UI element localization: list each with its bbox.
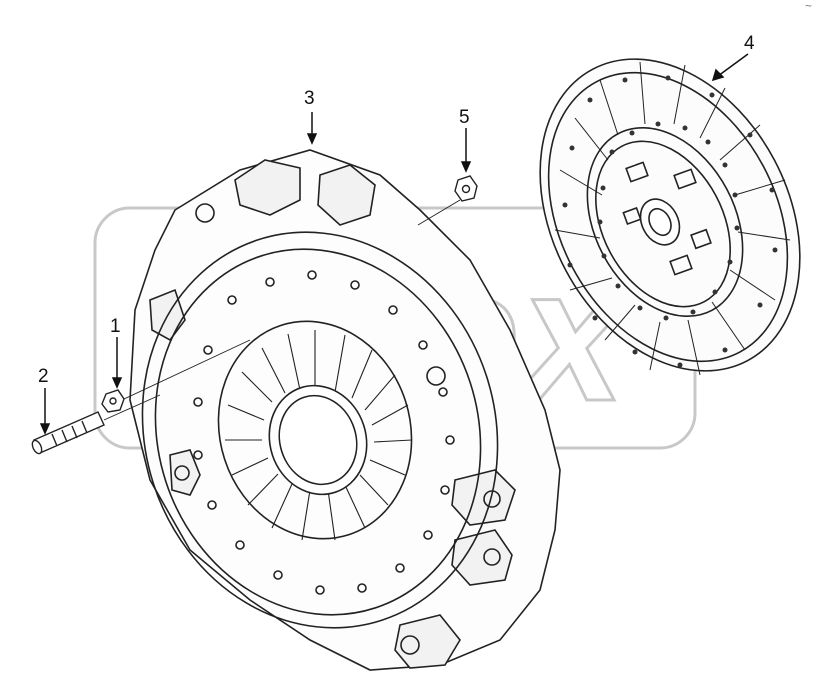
- pressure-plate-assembly: [129, 149, 561, 671]
- stud-bolt: [31, 411, 105, 455]
- callout-2: 2: [38, 366, 49, 387]
- disc-rivets: [562, 75, 778, 368]
- diaphragm-fingers: [225, 330, 413, 541]
- corner-mark: ~: [805, 0, 813, 13]
- nut-small: [101, 389, 125, 413]
- assembly-axis-lines: [103, 199, 461, 421]
- callout-1: 1: [110, 316, 121, 337]
- callout-4: 4: [744, 33, 755, 54]
- cover-lug: [317, 164, 376, 226]
- clutch-disc: [539, 58, 801, 376]
- bolt-hole-ring: [193, 270, 455, 595]
- cover-lug: [451, 529, 513, 586]
- callout-3: 3: [304, 88, 315, 109]
- nut-large: [454, 175, 478, 202]
- cover-lug: [234, 159, 301, 216]
- disc-segment-lines: [554, 61, 791, 376]
- cover-lug: [169, 449, 201, 496]
- callout-5: 5: [459, 107, 470, 128]
- callout-leaders: [39, 53, 749, 435]
- cover-lug: [394, 614, 461, 669]
